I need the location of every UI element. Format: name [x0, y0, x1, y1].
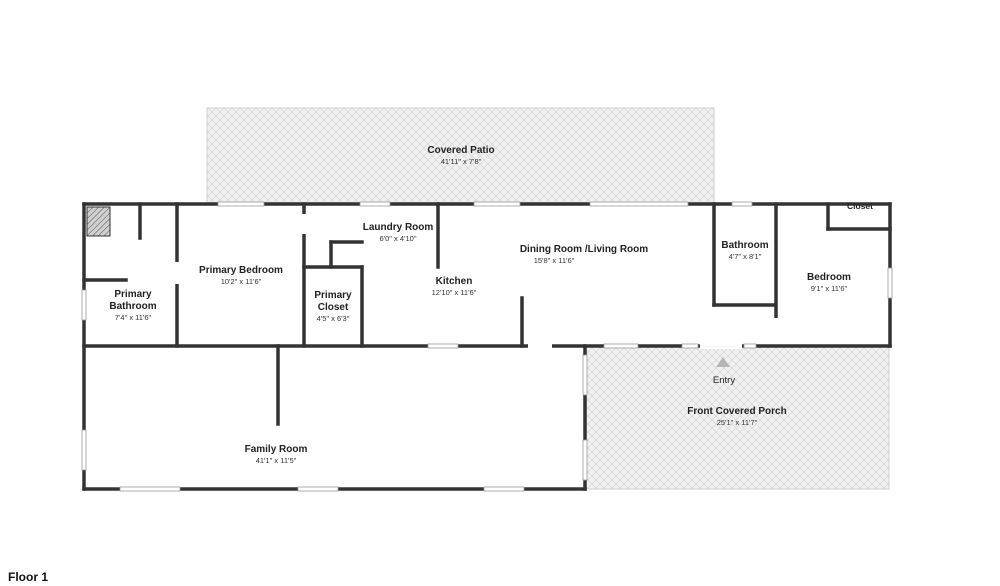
svg-text:Primary: Primary — [114, 289, 152, 300]
entry-arrow-icon — [716, 357, 730, 367]
svg-text:Dining Room /Living Room: Dining Room /Living Room — [520, 244, 648, 255]
room-covered-patio: Covered Patio 41'11" x 7'8" — [427, 145, 494, 166]
family-room-interior — [84, 346, 585, 489]
front-covered-porch-area — [585, 345, 890, 490]
room-dining-living: Dining Room /Living Room 15'8" x 11'6" — [520, 244, 648, 265]
svg-text:25'1" x 11'7": 25'1" x 11'7" — [717, 418, 758, 427]
house-interior — [84, 204, 890, 346]
svg-text:Covered Patio: Covered Patio — [427, 145, 494, 156]
svg-text:6'0" x 4'10": 6'0" x 4'10" — [380, 234, 417, 243]
room-primary-bathroom: Primary Bathroom 7'4" x 11'6" — [109, 289, 156, 322]
room-primary-bedroom: Primary Bedroom 10'2" x 11'6" — [199, 265, 283, 286]
room-primary-closet: Primary Closet 4'5" x 6'3" — [314, 290, 352, 323]
windows — [81, 201, 893, 492]
room-bedroom: Bedroom 9'1" x 11'6" — [807, 272, 851, 293]
room-bathroom: Bathroom 4'7" x 8'1" — [721, 240, 768, 261]
svg-text:Laundry Room: Laundry Room — [363, 222, 434, 233]
svg-text:Kitchen: Kitchen — [436, 276, 473, 287]
svg-text:41'1" x 11'5": 41'1" x 11'5" — [256, 456, 297, 465]
covered-patio-area — [206, 107, 715, 205]
svg-text:12'10" x 11'6": 12'10" x 11'6" — [432, 288, 477, 297]
floor-label: Floor 1 — [8, 570, 49, 584]
svg-text:Bathroom: Bathroom — [109, 301, 156, 312]
svg-text:Front Covered Porch: Front Covered Porch — [687, 406, 786, 417]
entry-label: Entry — [713, 375, 735, 386]
svg-text:15'8" x 11'6": 15'8" x 11'6" — [534, 256, 575, 265]
svg-text:Family Room: Family Room — [245, 444, 308, 455]
svg-text:4'7" x 8'1": 4'7" x 8'1" — [729, 252, 762, 261]
svg-text:41'11" x 7'8": 41'11" x 7'8" — [441, 157, 482, 166]
room-laundry-room: Laundry Room 6'0" x 4'10" — [363, 222, 434, 243]
svg-text:10'2" x 11'6": 10'2" x 11'6" — [221, 277, 262, 286]
doorways — [175, 214, 779, 349]
svg-text:9'1" x 11'6": 9'1" x 11'6" — [811, 284, 848, 293]
room-family-room: Family Room 41'1" x 11'5" — [245, 444, 308, 465]
room-kitchen: Kitchen 12'10" x 11'6" — [432, 276, 477, 297]
svg-text:4'5" x 6'3": 4'5" x 6'3" — [317, 314, 350, 323]
svg-text:Bathroom: Bathroom — [721, 240, 768, 251]
svg-text:Closet: Closet — [318, 302, 349, 313]
room-closet: Closet — [847, 201, 873, 211]
svg-text:Primary Bedroom: Primary Bedroom — [199, 265, 283, 276]
svg-text:Primary: Primary — [314, 290, 352, 301]
room-front-covered-porch: Front Covered Porch 25'1" x 11'7" — [687, 406, 786, 427]
svg-text:Bedroom: Bedroom — [807, 272, 851, 283]
shower-shaft — [86, 206, 111, 237]
svg-text:7'4" x 11'6": 7'4" x 11'6" — [115, 313, 152, 322]
svg-text:Closet: Closet — [847, 201, 873, 211]
